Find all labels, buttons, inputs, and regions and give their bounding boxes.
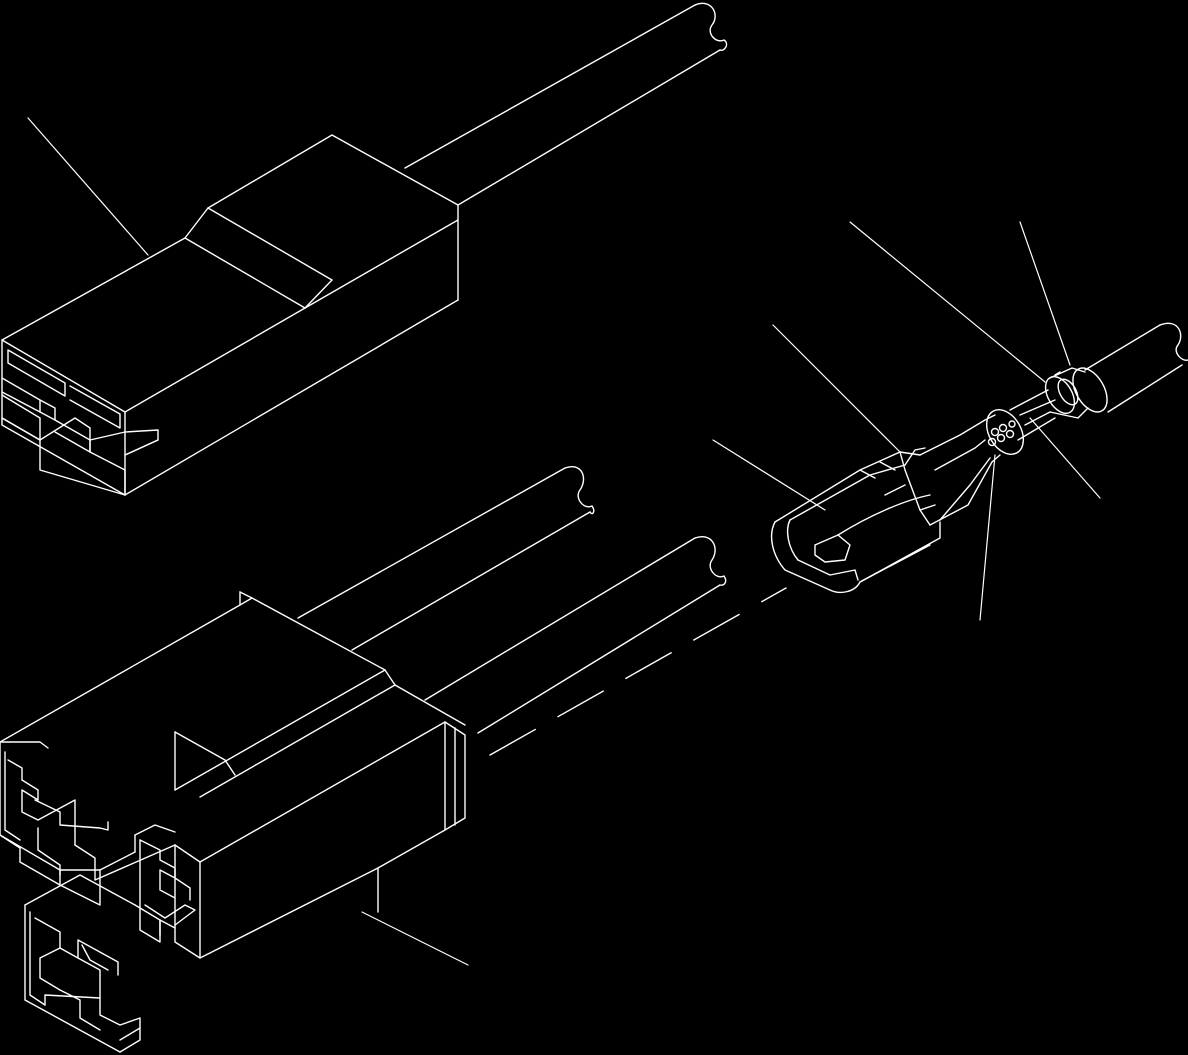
housing-lower-block — [24, 874, 161, 1053]
insulation-crimp — [1044, 367, 1089, 419]
terminal-wire — [1072, 322, 1188, 413]
housing-latch-right — [139, 839, 196, 943]
callout-leader-bottom-housing — [361, 911, 469, 966]
callout-leader-strands — [979, 454, 996, 621]
housing-wire-lower — [424, 536, 727, 734]
callout-leader-insulation — [849, 221, 1046, 383]
callout-leader-crimp-barrel — [1019, 221, 1071, 366]
top-wire — [404, 2, 728, 206]
callout-leader-conductor-crimp — [772, 324, 901, 453]
housing-latch-left — [7, 759, 176, 906]
top-housing-slot — [1, 349, 159, 496]
housing-wire-upper — [297, 466, 595, 651]
single-pole-housing — [1, 2, 728, 496]
insertion-centerline — [489, 587, 787, 756]
callout-leader-receptacle — [712, 439, 826, 511]
callout-leader-top-housing — [27, 117, 149, 256]
conductor-strands — [985, 389, 1056, 455]
female-blade-terminal — [770, 322, 1188, 594]
two-pole-housing — [0, 466, 727, 1053]
callout-leader-conductor — [1029, 417, 1101, 499]
